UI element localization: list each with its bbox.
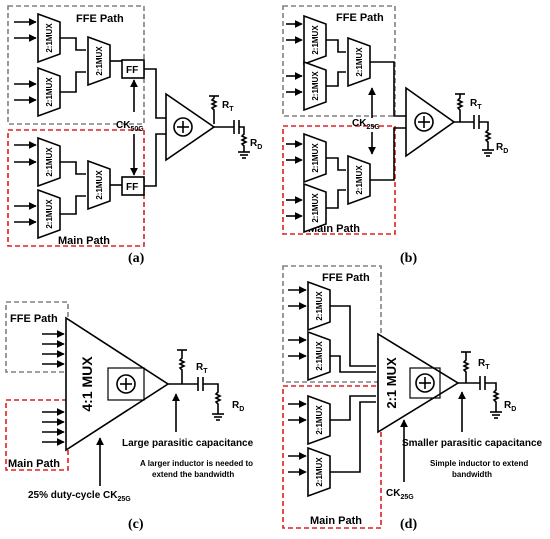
mux-label: 2:1MUX <box>95 170 104 200</box>
mux-label: 2:1MUX <box>315 457 324 487</box>
main-inputs-d <box>288 400 307 476</box>
mux-label: 2:1MUX <box>355 47 364 77</box>
ffe-path-box-b <box>282 5 396 117</box>
mux21-label-d: 2:1 MUX <box>384 357 399 409</box>
ffe-path-label-b: FFE Path <box>336 12 384 24</box>
wire <box>326 71 346 87</box>
ff-label: FF <box>126 182 138 193</box>
resistor-rt-a <box>210 96 218 124</box>
rt-label-d: RT <box>478 358 490 371</box>
rd-label-c: RD <box>232 400 244 413</box>
ffe-inputs-b <box>286 20 303 96</box>
duty-cycle-label: 25% duty-cycle CK25G <box>28 490 131 503</box>
rd-label-a: RD <box>250 138 262 151</box>
wire <box>60 195 86 215</box>
mux-label: 2:1MUX <box>315 405 324 435</box>
rt-label-c: RT <box>196 362 208 375</box>
panel-b: FFE Path Main Path 2:1MUX 2:1MUX 2:1MUX … <box>282 5 508 266</box>
main-inputs-b <box>286 140 303 220</box>
mux41-label: 4:1 MUX <box>79 356 95 412</box>
summer-box-c <box>107 367 145 401</box>
resistor-rd-c <box>203 383 222 414</box>
simple-inductor-note-1: Simple inductor to extend <box>430 459 528 468</box>
main-path-label-c: Main Path <box>8 458 60 470</box>
wire <box>144 133 166 187</box>
mux-label: 2:1MUX <box>45 147 54 177</box>
ffe-path-box-d <box>282 265 382 383</box>
wire <box>330 305 376 367</box>
panel-d: FFE Path Main Path 2:1MUX 2:1MUX 2:1MUX … <box>282 265 543 532</box>
caption-b: (b) <box>400 251 417 266</box>
resistor-rt-c <box>178 350 186 384</box>
mux-label: 2:1MUX <box>45 199 54 229</box>
rt-label-a: RT <box>222 100 234 113</box>
rd-label-d: RD <box>504 400 516 413</box>
ffe-path-label-a: FFE Path <box>76 13 124 25</box>
wire <box>370 61 412 117</box>
wire <box>60 37 86 51</box>
summer-box-d <box>409 367 441 399</box>
rt-label-b: RT <box>470 98 482 111</box>
inputs-c <box>42 330 65 446</box>
main-path-label-d: Main Path <box>310 515 362 527</box>
main-path-box-d <box>282 385 382 529</box>
panel-c: FFE Path Main Path 4:1 MUX RT RD Large p… <box>5 301 254 532</box>
mux-label: 2:1MUX <box>315 291 324 321</box>
ck25g-label-b: CK25G <box>352 118 380 131</box>
wire <box>144 68 166 119</box>
large-parasitic-label: Large parasitic capacitance <box>122 438 254 449</box>
ffe-path-label-d: FFE Path <box>322 272 370 284</box>
main-path-box-b <box>282 125 396 235</box>
caption-d: (d) <box>400 517 417 532</box>
resistor-rt-b <box>456 94 464 122</box>
wire <box>60 71 86 93</box>
summer-icon <box>414 112 434 132</box>
wire <box>330 395 376 421</box>
mux-label: 2:1MUX <box>311 193 320 223</box>
ck50g-label: CK50G <box>116 120 144 133</box>
resistor-rt-d <box>462 352 470 383</box>
wire <box>60 161 86 175</box>
resistor-rd-b <box>479 121 492 150</box>
mux-label: 2:1MUX <box>45 77 54 107</box>
ff-label: FF <box>126 65 138 76</box>
main-inputs-a <box>14 141 37 226</box>
caption-a: (a) <box>128 251 145 266</box>
wire <box>330 355 376 373</box>
rd-label-b: RD <box>496 142 508 155</box>
mux-label: 2:1MUX <box>95 46 104 76</box>
mux-label: 2:1MUX <box>355 165 364 195</box>
ffe-inputs-a <box>14 18 37 104</box>
smaller-parasitic-label: Smaller parasitic capacitance <box>402 438 543 449</box>
simple-inductor-note-2: bandwidth <box>452 470 492 479</box>
mux-label: 2:1MUX <box>311 71 320 101</box>
resistor-rd-a <box>239 126 248 152</box>
summer-icon <box>173 117 193 137</box>
mux-label: 2:1MUX <box>311 143 320 173</box>
panel-a: FFE Path Main Path 2:1MUX 2:1MUX 2:1MUX … <box>7 5 262 266</box>
wire <box>330 401 376 473</box>
ck25g-label-d: CK25G <box>386 488 414 501</box>
resistor-rd-d <box>485 382 500 412</box>
main-path-label-a: Main Path <box>58 235 110 247</box>
larger-inductor-note-1: A larger inductor is needed to <box>140 459 253 468</box>
wire <box>326 189 346 209</box>
wire <box>326 39 346 53</box>
summer-icon <box>415 373 435 393</box>
mux-label: 2:1MUX <box>45 23 54 53</box>
ffe-path-label-c: FFE Path <box>10 313 58 325</box>
summer-icon <box>116 374 136 394</box>
mux-label: 2:1MUX <box>315 341 324 371</box>
larger-inductor-note-2: extend the bandwidth <box>152 470 234 479</box>
wire <box>326 157 346 171</box>
wire <box>370 127 412 181</box>
ffe-inputs-d <box>288 286 307 360</box>
caption-c: (c) <box>128 517 144 532</box>
mux-label: 2:1MUX <box>311 25 320 55</box>
